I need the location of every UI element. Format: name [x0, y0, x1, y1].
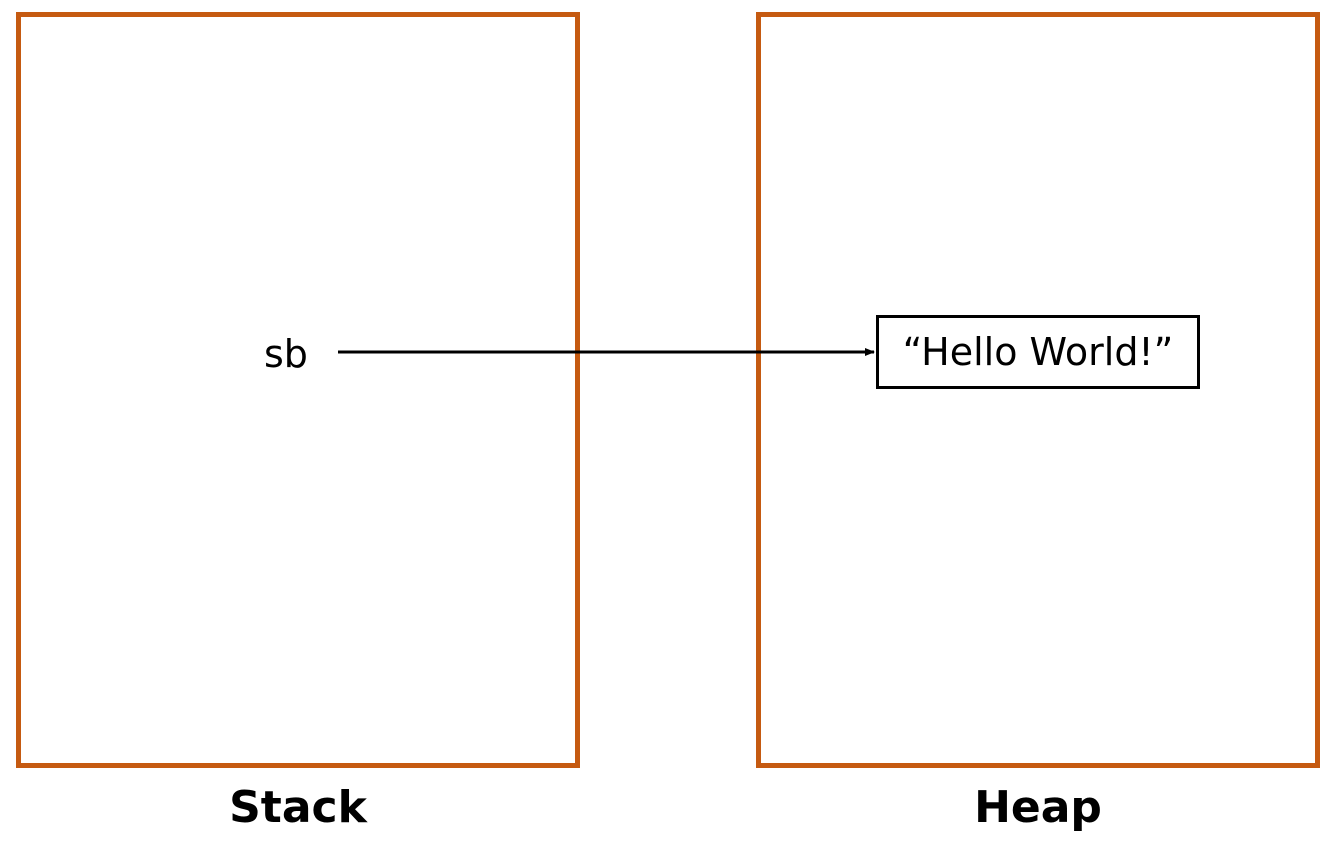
heap-region — [756, 12, 1320, 768]
stack-variable-label: sb — [264, 332, 308, 376]
heap-object-text: “Hello World!” — [902, 330, 1174, 374]
stack-label: Stack — [229, 782, 367, 833]
heap-object-box: “Hello World!” — [876, 315, 1200, 389]
heap-label: Heap — [974, 782, 1102, 833]
stack-region — [16, 12, 580, 768]
